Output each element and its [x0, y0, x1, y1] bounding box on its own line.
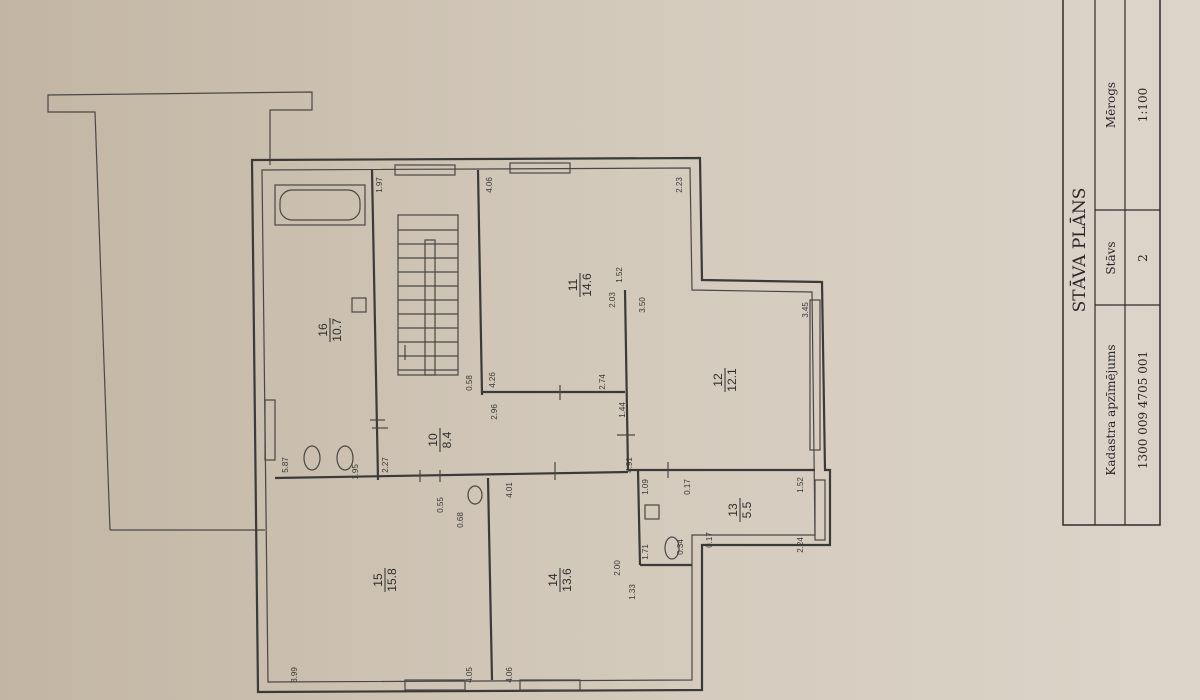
staircase: [397, 214, 459, 376]
dimension-label: 2.23: [675, 177, 684, 193]
dimension-label: 1.95: [351, 464, 360, 480]
dimension-label: 2.74: [598, 374, 607, 390]
dimension-label: 1.33: [628, 584, 637, 600]
title-block-title: STĀVA PLĀNS: [1069, 188, 1090, 313]
outer-walls: [250, 156, 832, 694]
dimension-label: 0.58: [465, 375, 474, 391]
scale-header: Mērogs: [1104, 82, 1118, 128]
toilet-icon-2: [664, 536, 680, 560]
dimension-label: 0.17: [705, 532, 714, 548]
cadastre-header: Kadastra apzīmējums: [1104, 344, 1118, 475]
room-number: 13: [726, 503, 740, 517]
dimension-label: 4.91: [625, 457, 634, 473]
windows: [264, 162, 826, 691]
dimension-label: 2.00: [613, 560, 622, 576]
room-area: 13.6: [560, 568, 574, 592]
room-number: 16: [316, 323, 330, 337]
dimension-label: 1.09: [641, 479, 650, 495]
bathtub-inner: [279, 189, 361, 221]
dimension-label: 4.05: [465, 667, 474, 683]
interior-walls: [274, 169, 815, 681]
dimension-label: 5.87: [281, 457, 290, 473]
dimension-label: 1.44: [618, 402, 627, 418]
dimension-label: 1.52: [796, 477, 805, 493]
room-area: 14.6: [580, 273, 594, 297]
dimension-label: 4.06: [505, 667, 514, 683]
room-area: 12.1: [725, 368, 739, 392]
room-number: 10: [426, 433, 440, 447]
dimension-label: 1.97: [375, 177, 384, 193]
room-area: 8.4: [440, 431, 454, 448]
door-marks: [370, 385, 669, 482]
dimension-label: 4.01: [505, 482, 514, 498]
floor-value: 2: [1136, 254, 1150, 262]
dimension-label: 3.45: [801, 302, 810, 318]
dimension-label: 2.24: [796, 537, 805, 553]
dimension-label: 0.17: [683, 479, 692, 495]
dimension-label: 2.03: [608, 292, 617, 308]
title-block: STĀVA PLĀNS Kadastra apzīmējums Stāvs Mē…: [1062, 0, 1161, 526]
room-area: 15.8: [385, 568, 399, 592]
dimension-label: 3.50: [638, 297, 647, 313]
shower-icon: [467, 485, 483, 505]
room-number: 15: [371, 573, 385, 587]
dimension-label: 2.96: [490, 404, 499, 420]
cadastre-value: 1300 009 4705 001: [1136, 351, 1150, 469]
toilet-icon: [303, 445, 321, 471]
floor-header: Stāvs: [1104, 241, 1118, 274]
room-area: 10.7: [330, 318, 344, 342]
scale-value: 1:100: [1136, 88, 1150, 123]
room-area: 5.5: [740, 501, 754, 518]
room-number: 14: [546, 573, 560, 587]
terrace-outline: [47, 91, 313, 531]
dimension-label: 2.27: [381, 457, 390, 473]
dimension-label: 0.68: [456, 512, 465, 528]
dimension-label: 3.99: [290, 667, 299, 683]
dimension-label: 0.34: [676, 539, 685, 555]
sink-icon: [351, 297, 367, 313]
dimension-label: 1.71: [641, 544, 650, 560]
dimension-label: 4.26: [488, 372, 497, 388]
room-number: 11: [566, 278, 580, 291]
sink-icon-2: [644, 504, 660, 520]
bathtub-icon: [274, 184, 366, 226]
bidet-icon: [336, 445, 354, 471]
dimension-label: 1.52: [615, 267, 624, 283]
room-number: 12: [711, 373, 725, 387]
dimension-label: 0.55: [436, 497, 445, 513]
dimension-label: 4.06: [485, 177, 494, 193]
